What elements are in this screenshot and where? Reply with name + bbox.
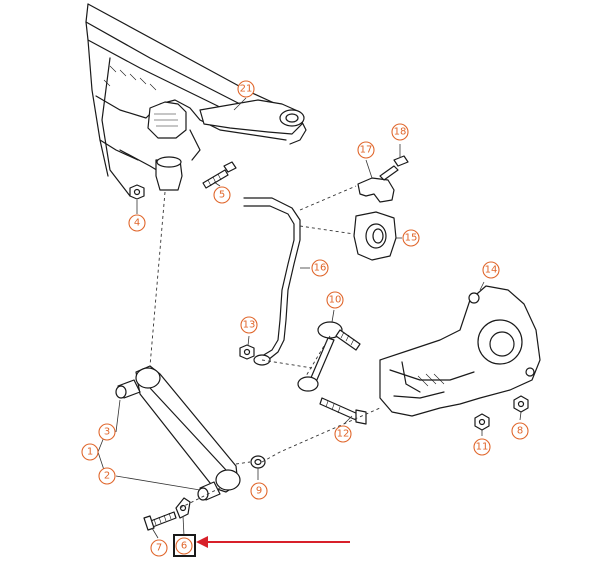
- svg-text:14: 14: [485, 265, 498, 276]
- svg-text:11: 11: [476, 442, 489, 453]
- eccentric-washer-6: [175, 497, 191, 519]
- callout-6: 6: [175, 537, 193, 555]
- svg-text:17: 17: [360, 145, 373, 156]
- callout-10: 10: [326, 291, 344, 309]
- highlight-box: [173, 534, 196, 557]
- callout-16: 16: [311, 259, 329, 277]
- svg-text:8: 8: [517, 426, 523, 437]
- leader-lines: [97, 97, 522, 539]
- svg-text:12: 12: [337, 429, 350, 440]
- wheel-bearing-housing-14: [379, 285, 541, 417]
- svg-text:1: 1: [87, 447, 93, 458]
- callout-18: 18: [391, 123, 409, 141]
- svg-text:18: 18: [394, 127, 407, 138]
- svg-text:5: 5: [219, 190, 225, 201]
- callouts: 21 4 5 17 18 15 16 10: [81, 80, 529, 557]
- svg-text:9: 9: [256, 486, 262, 497]
- callout-13: 13: [240, 316, 258, 334]
- callout-2: 2: [98, 467, 116, 485]
- svg-text:13: 13: [243, 320, 256, 331]
- callout-17: 17: [357, 141, 375, 159]
- nut-8: [513, 395, 529, 413]
- svg-text:6: 6: [181, 541, 187, 552]
- svg-text:10: 10: [329, 295, 342, 306]
- callout-5: 5: [213, 186, 231, 204]
- callout-14: 14: [482, 261, 500, 279]
- bushing-15: [353, 211, 397, 261]
- svg-text:4: 4: [134, 218, 140, 229]
- assembly-lines: [149, 185, 381, 509]
- callout-3: 3: [98, 423, 116, 441]
- lower-link-1: [135, 365, 241, 493]
- callout-12: 12: [334, 425, 352, 443]
- bolt-5: [202, 161, 237, 189]
- callout-7: 7: [150, 539, 168, 557]
- svg-text:2: 2: [104, 471, 110, 482]
- callout-11: 11: [473, 438, 491, 456]
- stabilizer-bar-16: [243, 197, 301, 366]
- callout-1: 1: [81, 443, 99, 461]
- washer-9: [250, 455, 266, 469]
- nut-4: [129, 184, 145, 200]
- svg-text:7: 7: [156, 543, 162, 554]
- callout-15: 15: [402, 229, 420, 247]
- svg-text:3: 3: [104, 427, 110, 438]
- svg-text:15: 15: [405, 233, 418, 244]
- bolt-12: [319, 397, 367, 425]
- bushing-3: [115, 379, 141, 399]
- nut-13: [239, 344, 255, 360]
- svg-text:21: 21: [240, 84, 253, 95]
- nut-11: [474, 413, 490, 431]
- clamp-17: [357, 177, 395, 203]
- callout-21: 21: [237, 80, 255, 98]
- coupling-rod-10: [297, 321, 361, 392]
- highlight-part-6: [173, 534, 350, 557]
- svg-text:16: 16: [314, 263, 327, 274]
- subframe: [85, 3, 307, 197]
- bolt-7: [143, 511, 177, 531]
- callout-8: 8: [511, 422, 529, 440]
- bolt-18: [379, 155, 409, 181]
- highlight-arrow-head: [196, 536, 208, 548]
- callout-9: 9: [250, 482, 268, 500]
- callout-4: 4: [128, 214, 146, 232]
